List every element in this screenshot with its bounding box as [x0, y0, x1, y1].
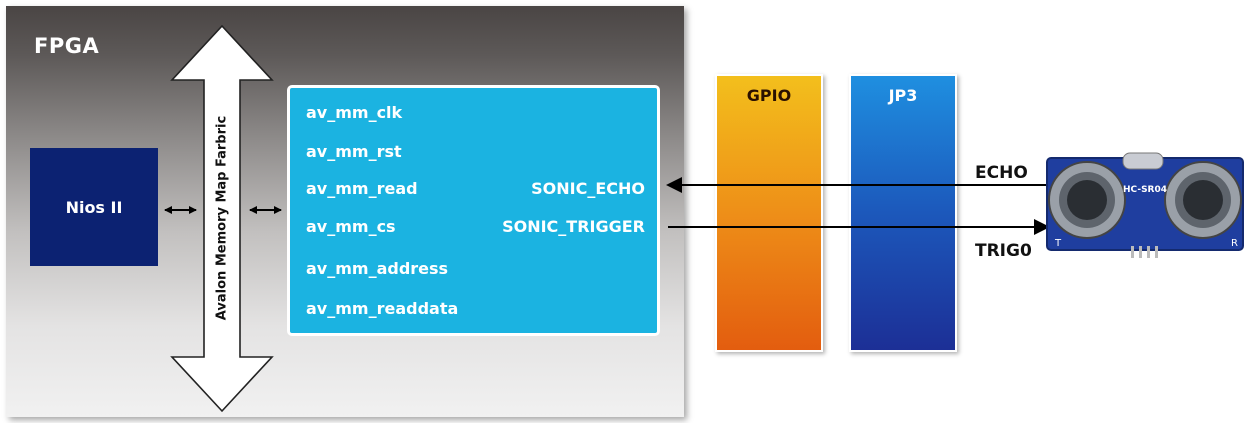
- sensor-t-label: T: [1054, 238, 1062, 249]
- signal-av-mm-cs: av_mm_cs: [306, 217, 396, 236]
- signal-sonic-echo: SONIC_ECHO: [531, 179, 645, 198]
- trig-label: TRIG0: [975, 241, 1032, 261]
- nios-ii-block: Nios II: [30, 148, 158, 266]
- ip-component-block: av_mm_clk av_mm_rst av_mm_read av_mm_cs …: [287, 85, 660, 336]
- signal-av-mm-read: av_mm_read: [306, 179, 418, 198]
- hc-sr04-sensor: HC-SR04 T R: [1046, 152, 1244, 258]
- sensor-r-label: R: [1231, 238, 1238, 249]
- echo-label: ECHO: [975, 163, 1028, 183]
- jp3-connector: JP3: [849, 74, 957, 352]
- nios-ii-label: Nios II: [65, 197, 123, 217]
- sensor-model: HC-SR04: [1123, 185, 1167, 195]
- signal-av-mm-rst: av_mm_rst: [306, 142, 402, 161]
- jp3-label: JP3: [888, 86, 918, 105]
- fpga-label: FPGA: [34, 34, 100, 58]
- signal-sonic-trigger: SONIC_TRIGGER: [502, 217, 645, 236]
- gpio-label: GPIO: [746, 86, 792, 105]
- signal-av-mm-readdata: av_mm_readdata: [306, 299, 459, 318]
- signal-av-mm-clk: av_mm_clk: [306, 103, 403, 122]
- signal-av-mm-address: av_mm_address: [306, 259, 449, 278]
- gpio-connector: GPIO: [715, 74, 823, 352]
